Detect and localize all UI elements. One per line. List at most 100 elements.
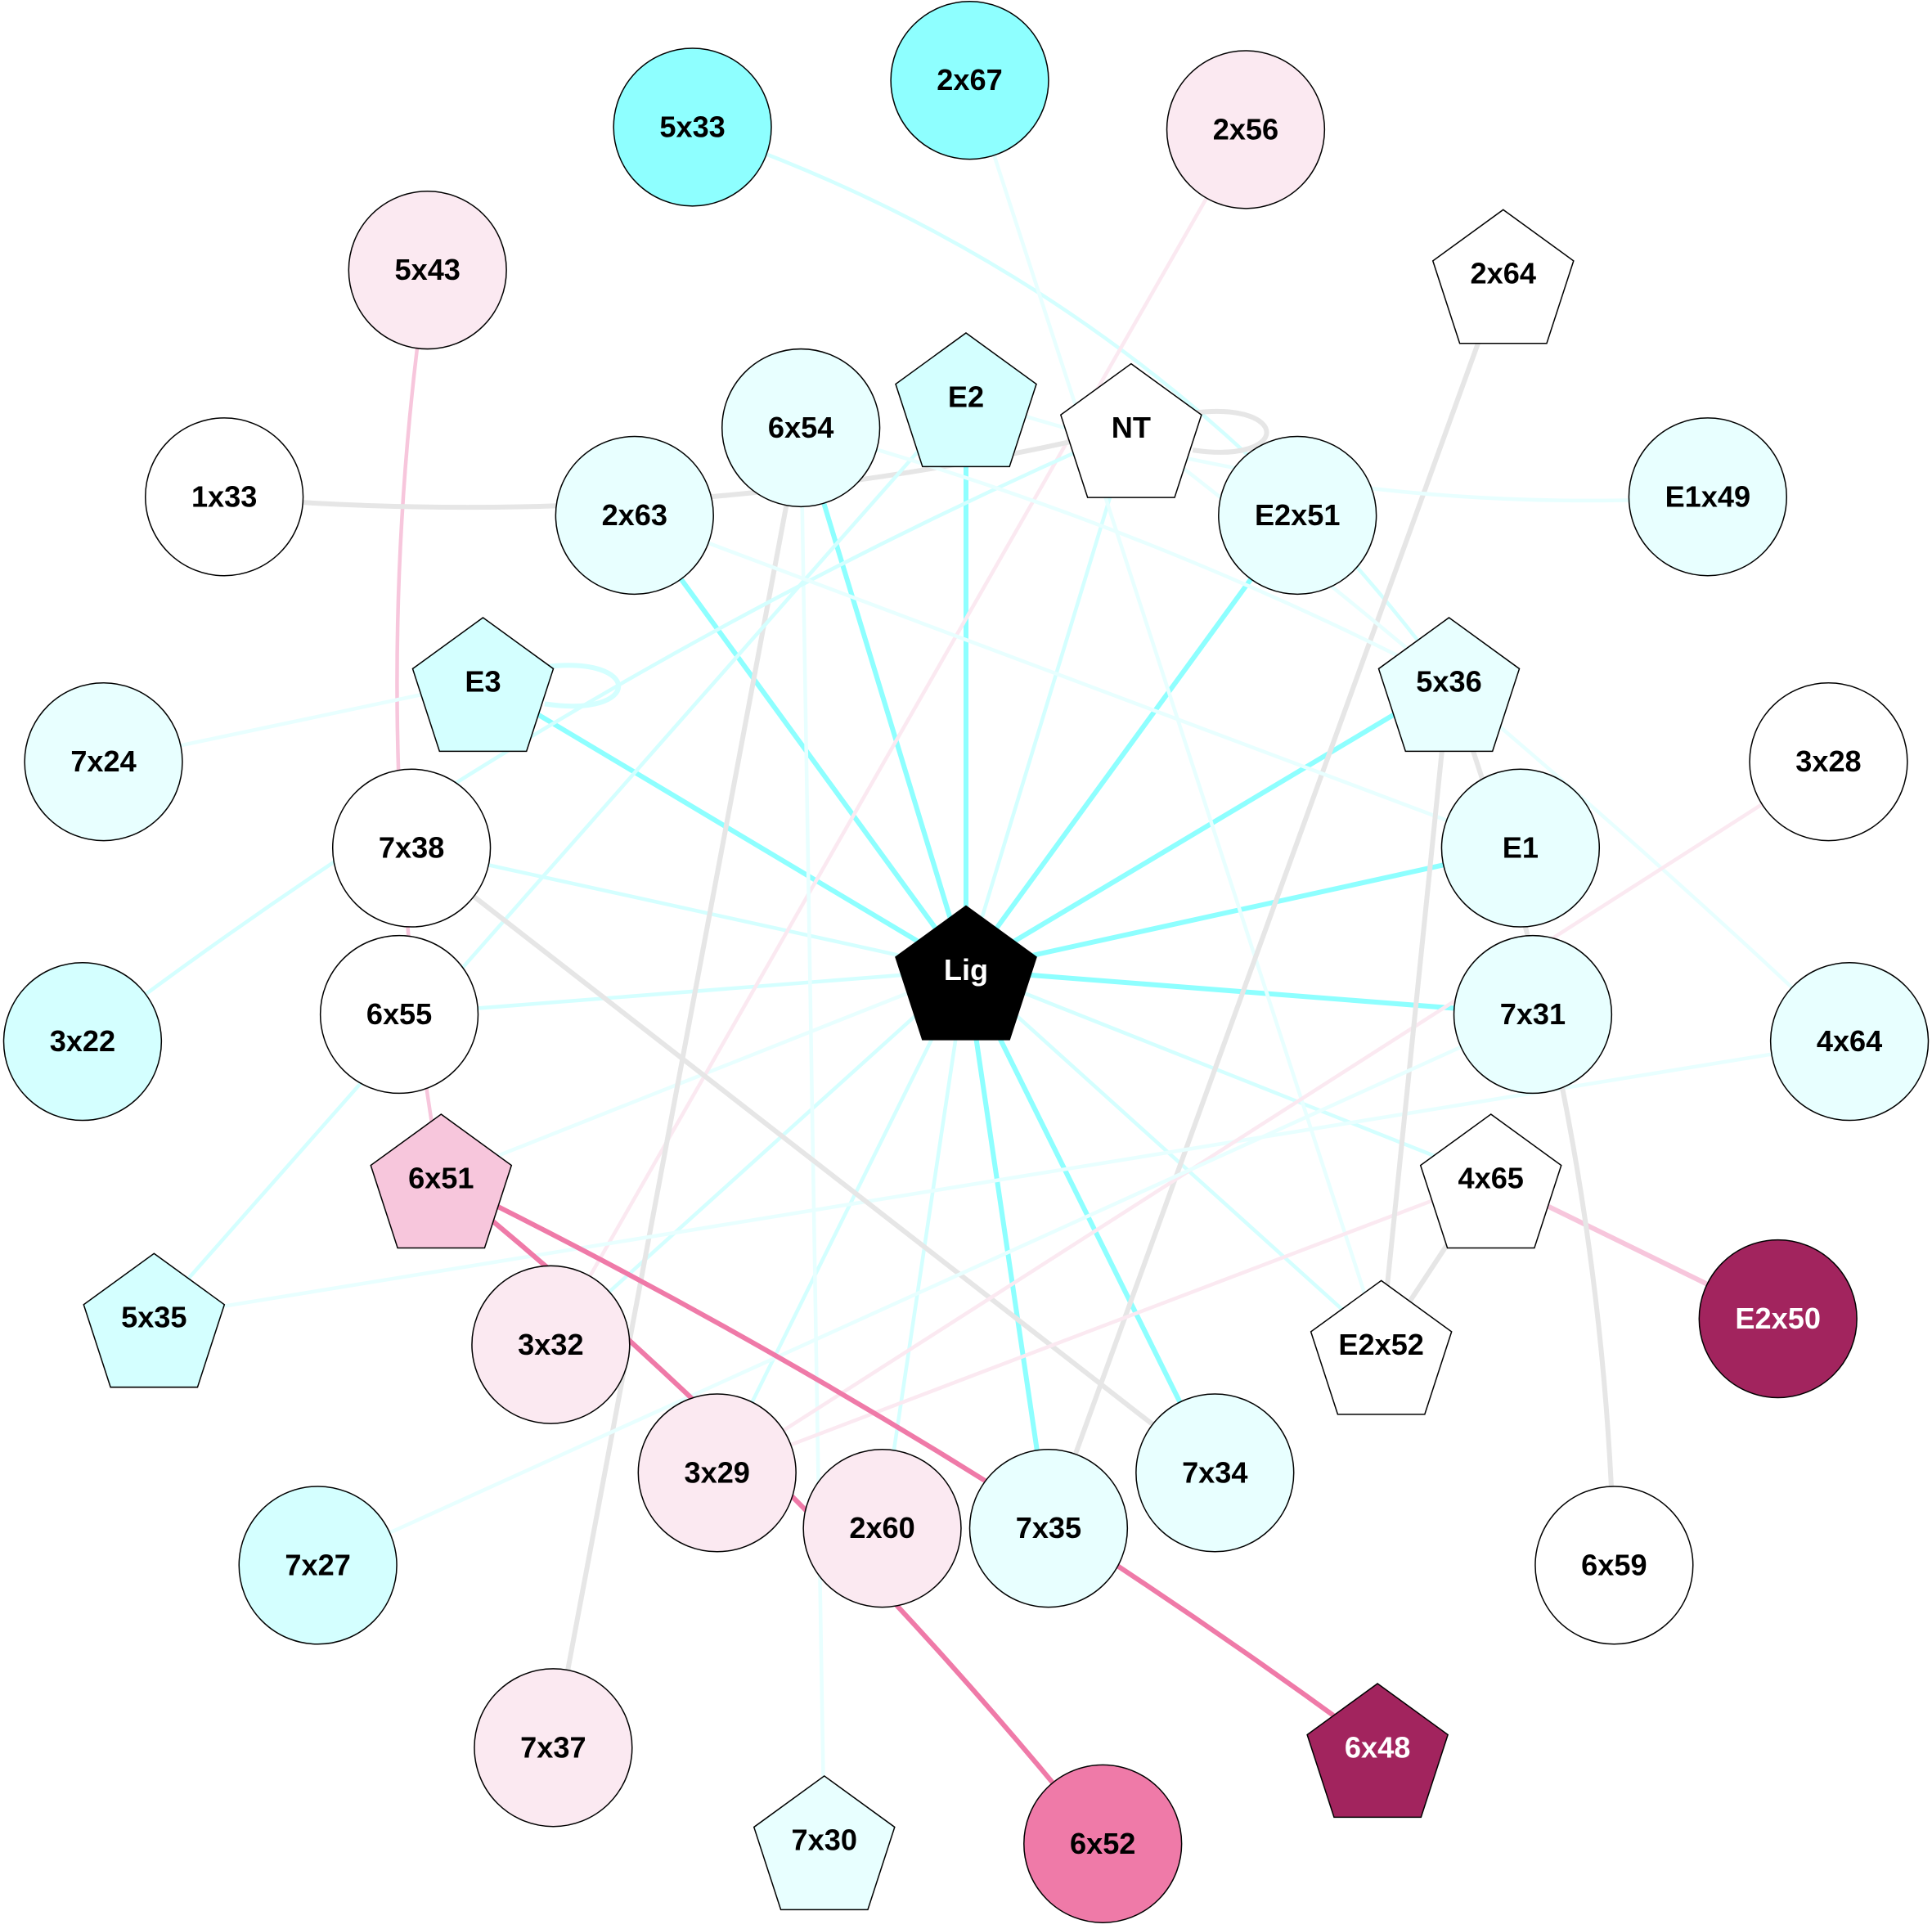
node-E2x52[interactable]: E2x52	[1310, 1279, 1453, 1415]
edge-Lig-E2x52	[964, 969, 1383, 1347]
node-label: E2x51	[1255, 498, 1341, 532]
node-4x64[interactable]: 4x64	[1769, 961, 1930, 1122]
node-label: 4x65	[1458, 1161, 1524, 1194]
edge-Lig-7x35	[964, 969, 1051, 1529]
node-E2[interactable]: E2	[895, 332, 1037, 468]
node-circle	[1135, 1393, 1295, 1553]
node-2x67[interactable]: 2x67	[890, 1, 1049, 160]
node-pentagon	[1059, 362, 1202, 498]
node-E3[interactable]: E3	[411, 617, 555, 753]
edge-Lig-5x36	[964, 679, 1451, 973]
node-label: E1x49	[1665, 479, 1751, 513]
node-label: 7x34	[1182, 1455, 1247, 1489]
node-label: E2x50	[1735, 1302, 1821, 1335]
node-label: 5x33	[659, 110, 725, 143]
self-loop-E3	[544, 663, 622, 709]
node-circle	[144, 417, 304, 577]
node-7x31[interactable]: 7x31	[1453, 934, 1613, 1095]
node-label: 3x28	[1795, 744, 1861, 778]
node-E1x49[interactable]: E1x49	[1628, 417, 1788, 577]
edge-5x36-E2x52	[1378, 681, 1452, 1346]
node-label: 6x51	[408, 1161, 474, 1194]
edge-Lig-7x31	[965, 967, 1534, 1018]
node-7x27[interactable]: 7x27	[238, 1486, 398, 1645]
node-label: 7x27	[285, 1548, 350, 1581]
node-pentagon	[370, 1113, 513, 1249]
node-1x33[interactable]: 1x33	[144, 417, 304, 577]
node-E2x51[interactable]: E2x51	[1218, 435, 1377, 596]
node-label: NT	[1112, 411, 1151, 444]
node-circle	[2, 961, 163, 1122]
node-6x52[interactable]: 6x52	[1023, 1764, 1183, 1923]
node-label: 3x29	[685, 1455, 750, 1489]
node-label: E2x52	[1338, 1328, 1424, 1361]
node-label: 7x30	[792, 1823, 857, 1856]
node-label: 7x37	[520, 1730, 586, 1764]
edge-6x51-6x48	[439, 1176, 1379, 1750]
edge-2x56-3x32	[549, 128, 1247, 1346]
node-6x48[interactable]: 6x48	[1306, 1683, 1449, 1819]
node-5x36[interactable]: 5x36	[1377, 617, 1521, 753]
node-3x29[interactable]: 3x29	[637, 1393, 797, 1553]
node-label: 7x38	[379, 831, 444, 865]
node-5x33[interactable]: 5x33	[613, 47, 772, 207]
edge-7x31-7x27	[317, 1012, 1534, 1567]
node-label: 2x64	[1471, 257, 1536, 290]
node-3x28[interactable]: 3x28	[1749, 682, 1908, 842]
node-label: 6x48	[1345, 1730, 1410, 1764]
node-6x55[interactable]: 6x55	[319, 934, 479, 1095]
node-6x59[interactable]: 6x59	[1534, 1486, 1694, 1645]
edge-2x67-E2x52	[968, 79, 1383, 1346]
edge-3x28-3x29	[716, 760, 1830, 1475]
node-2x64[interactable]: 2x64	[1431, 209, 1575, 344]
node-label: 3x22	[50, 1024, 115, 1058]
node-label: 7x35	[1016, 1511, 1081, 1545]
node-3x32[interactable]: 3x32	[471, 1265, 631, 1424]
node-2x60[interactable]: 2x60	[802, 1449, 962, 1608]
node-7x37[interactable]: 7x37	[474, 1668, 633, 1828]
node-5x43[interactable]: 5x43	[348, 190, 507, 350]
node-label: 2x56	[1213, 112, 1278, 146]
node-circle	[1769, 961, 1930, 1122]
node-6x54[interactable]: 6x54	[721, 348, 881, 508]
node-label: 7x31	[1500, 997, 1566, 1031]
node-pentagon	[1310, 1279, 1453, 1415]
node-2x63[interactable]: 2x63	[555, 435, 714, 596]
edge-4x65-3x29	[716, 1176, 1492, 1475]
node-4x65[interactable]: 4x65	[1419, 1113, 1562, 1249]
node-circle	[319, 934, 479, 1095]
node-pentagon	[1419, 1113, 1562, 1249]
node-pentagon	[411, 617, 555, 753]
node-Lig[interactable]: Lig	[895, 905, 1037, 1041]
edge-Lig-6x54	[798, 427, 968, 971]
edge-Lig-6x55	[398, 968, 967, 1017]
node-6x51[interactable]: 6x51	[370, 1113, 513, 1249]
node-7x38[interactable]: 7x38	[331, 768, 492, 928]
node-7x24[interactable]: 7x24	[24, 682, 183, 842]
edge-6x54-7x30	[798, 427, 827, 1841]
node-7x34[interactable]: 7x34	[1135, 1393, 1295, 1553]
node-7x35[interactable]: 7x35	[968, 1449, 1129, 1608]
node-pentagon	[1431, 209, 1575, 344]
edge-Lig-NT	[964, 427, 1134, 971]
node-2x56[interactable]: 2x56	[1166, 50, 1326, 209]
node-circle	[331, 768, 492, 928]
node-circle	[238, 1486, 398, 1645]
node-7x30[interactable]: 7x30	[753, 1775, 896, 1911]
node-circle	[1440, 768, 1601, 928]
edge-7x38-7x34	[410, 846, 1217, 1475]
edge-5x35-4x64	[153, 1039, 1850, 1320]
edge-Lig-2x63	[632, 514, 968, 972]
node-pentagon	[895, 332, 1037, 468]
node-label: 6x55	[366, 997, 432, 1031]
node-E2x50[interactable]: E2x50	[1698, 1239, 1858, 1399]
node-label: 3x32	[518, 1328, 583, 1361]
node-5x35[interactable]: 5x35	[83, 1252, 226, 1388]
node-pentagon	[1377, 617, 1521, 753]
node-label: E3	[465, 664, 501, 698]
node-3x22[interactable]: 3x22	[2, 961, 163, 1122]
node-NT[interactable]: NT	[1059, 362, 1202, 498]
node-circle	[1453, 934, 1613, 1095]
node-label: 2x63	[602, 498, 667, 532]
node-E1[interactable]: E1	[1440, 768, 1601, 928]
